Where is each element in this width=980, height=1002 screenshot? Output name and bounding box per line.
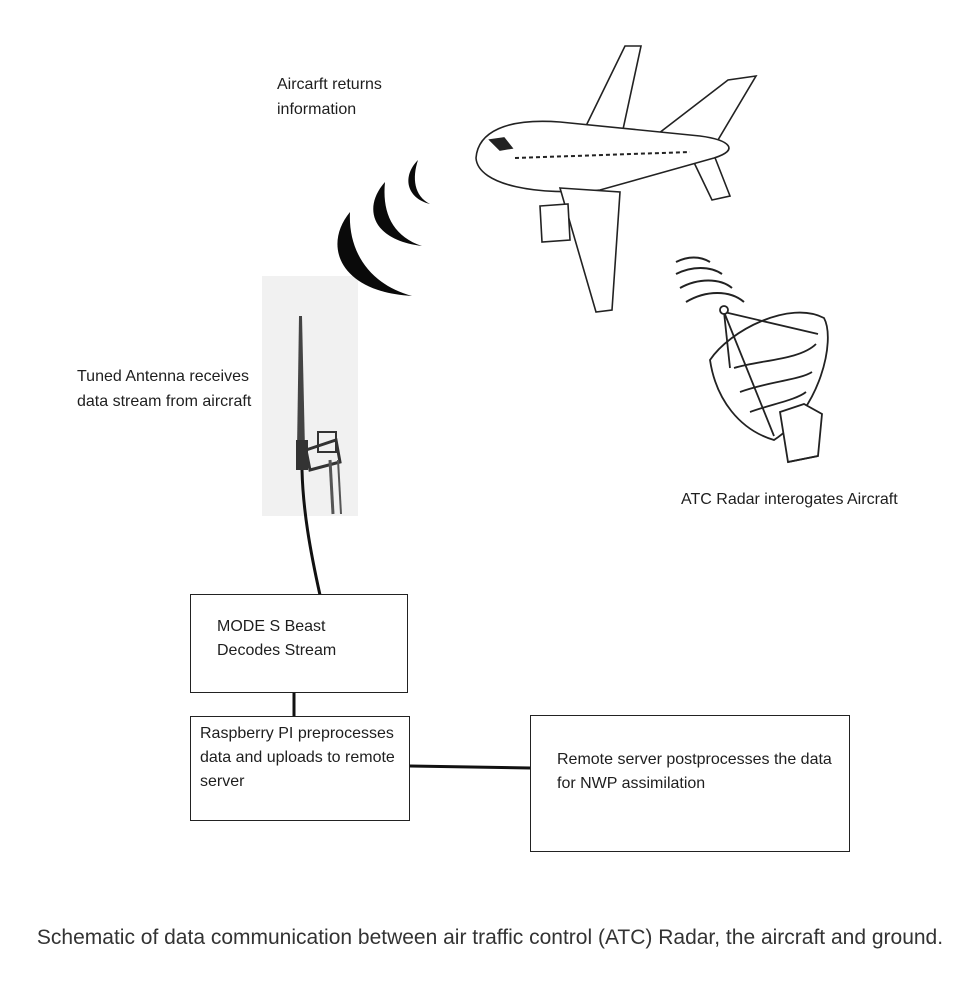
figure-caption: Schematic of data communication between … xyxy=(36,926,944,949)
airplane-icon xyxy=(475,45,758,313)
radar-label: ATC Radar interogates Aircraft xyxy=(681,491,898,508)
raspberry-pi-text: Raspberry PI preprocesses data and uploa… xyxy=(200,725,395,790)
antenna-label: Tuned Antenna receives data stream from … xyxy=(77,368,252,410)
antenna-icon xyxy=(296,316,342,515)
interrogation-signal-icon xyxy=(675,256,745,303)
connector-raspberry-to-server xyxy=(409,764,531,770)
raspberry-pi-box: Raspberry PI preprocesses data and uploa… xyxy=(190,716,410,821)
mode-s-text: MODE S Beast Decodes Stream xyxy=(217,618,337,659)
remote-server-text: Remote server postprocesses the data for… xyxy=(557,751,832,792)
mode-s-box: MODE S Beast Decodes Stream xyxy=(190,594,408,693)
return-signal-icon xyxy=(337,160,430,296)
antenna-cable xyxy=(300,469,322,596)
radar-dish-icon xyxy=(709,305,829,464)
remote-server-box: Remote server postprocesses the data for… xyxy=(530,715,850,852)
antenna-photo-backdrop xyxy=(262,276,358,516)
aircraft-returns-label: Aircarft returns information xyxy=(277,76,382,118)
